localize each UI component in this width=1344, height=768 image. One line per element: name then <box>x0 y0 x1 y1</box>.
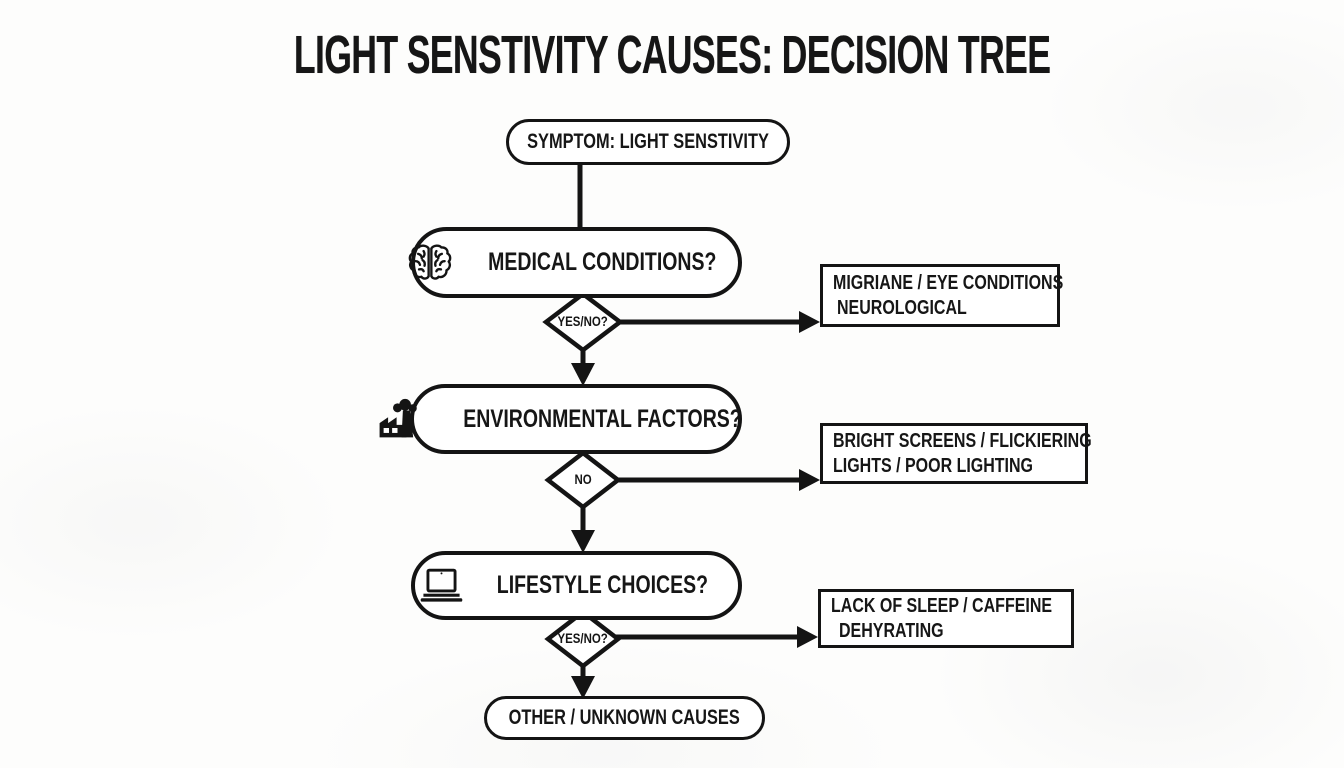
decision-label-lifestyle: YES/NO? <box>557 631 609 646</box>
question-node-lifestyle-choices: LIFESTYLE CHOICES? <box>411 551 742 620</box>
page-title: LIGHT SENSTIVITY CAUSES: DECISION TREE <box>0 24 1344 86</box>
outcome-box-medical: MIGRIANE / EYE CONDITIONS NEUROLOGICAL <box>820 264 1064 327</box>
laptop-icon <box>415 566 467 606</box>
decision-label-environment: NO <box>574 472 592 487</box>
terminal-node-other-causes: OTHER / UNKNOWN CAUSES <box>484 696 765 740</box>
question-node-environmental-factors: ENVIRONMENTAL FACTORS? <box>379 384 742 454</box>
brain-icon <box>404 242 456 284</box>
outcome-line: BRIGHT SCREENS / FLICKIERING <box>833 430 1092 453</box>
outcome-line: LIGHTS / POOR LIGHTING <box>833 454 1033 477</box>
decision-diamond <box>544 609 622 669</box>
outcome-line: MIGRIANE / EYE CONDITIONS <box>833 272 1064 295</box>
outcome-box-lifestyle: LACK OF SLEEP / CAFFEINE DEHYRATING <box>818 589 1074 648</box>
decision-label-medical: YES/NO? <box>557 314 609 329</box>
factory-icon <box>372 398 424 441</box>
decision-diamond <box>544 450 622 510</box>
decision-diamond <box>542 291 624 353</box>
outcome-line: NEUROLOGICAL <box>837 296 967 319</box>
question-node-label: ENVIRONMENTAL FACTORS? <box>462 404 742 433</box>
start-node-label: SYMPTOM: LIGHT SENSTIVITY <box>527 130 769 153</box>
question-node-label: LIFESTYLE CHOICES? <box>496 571 709 599</box>
outcome-box-environmental: BRIGHT SCREENS / FLICKIERING LIGHTS / PO… <box>820 423 1092 484</box>
question-node-label: MEDICAL CONDITIONS? <box>488 248 717 276</box>
question-node-medical-conditions: MEDICAL CONDITIONS? <box>408 227 742 298</box>
outcome-line: LACK OF SLEEP / CAFFEINE <box>831 595 1053 618</box>
terminal-node-label: OTHER / UNKNOWN CAUSES <box>508 706 741 729</box>
page-title-text: LIGHT SENSTIVITY CAUSES: DECISION TREE <box>293 25 1051 85</box>
start-node-symptom: SYMPTOM: LIGHT SENSTIVITY <box>506 119 790 165</box>
outcome-line: DEHYRATING <box>839 619 944 642</box>
